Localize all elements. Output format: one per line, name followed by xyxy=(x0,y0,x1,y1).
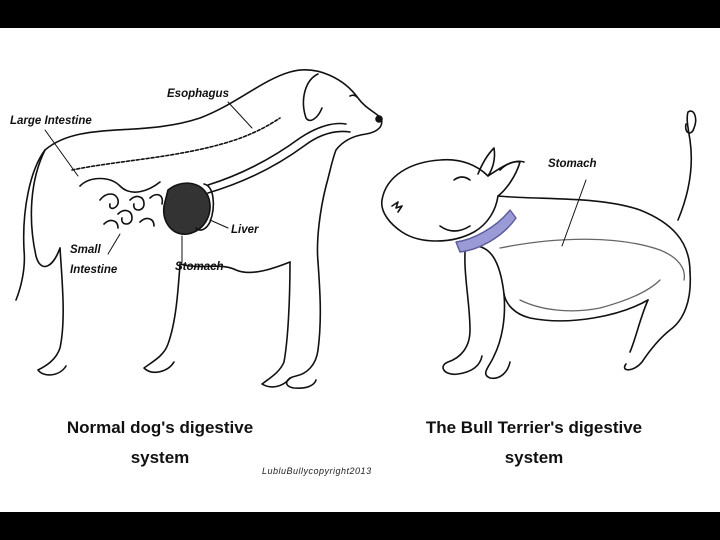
bull-terrier-leader-line xyxy=(562,180,586,246)
letterbox-bottom xyxy=(0,512,720,540)
label-esophagus: Esophagus xyxy=(167,88,229,101)
caption-normal-dog-line2: system xyxy=(20,446,300,470)
label-liver: Liver xyxy=(231,224,259,237)
label-stomach-normal: Stomach xyxy=(175,261,224,274)
caption-bull-terrier-line2: system xyxy=(376,446,692,470)
label-stomach-bull-terrier: Stomach xyxy=(548,158,597,171)
label-small-intestine-2: Intestine xyxy=(70,264,117,277)
bull-terrier-outline xyxy=(382,111,696,378)
caption-bull-terrier-line1: The Bull Terrier's digestive xyxy=(376,416,692,440)
normal-dog-organs xyxy=(72,118,350,234)
bull-terrier-collar xyxy=(456,210,516,252)
caption-normal-dog-line1: Normal dog's digestive xyxy=(20,416,300,440)
copyright-credit: LubluBullycopyright2013 xyxy=(262,466,372,476)
label-small-intestine-1: Small xyxy=(70,244,101,257)
bull-terrier-stomach xyxy=(500,239,684,311)
label-large-intestine: Large Intestine xyxy=(10,115,92,128)
